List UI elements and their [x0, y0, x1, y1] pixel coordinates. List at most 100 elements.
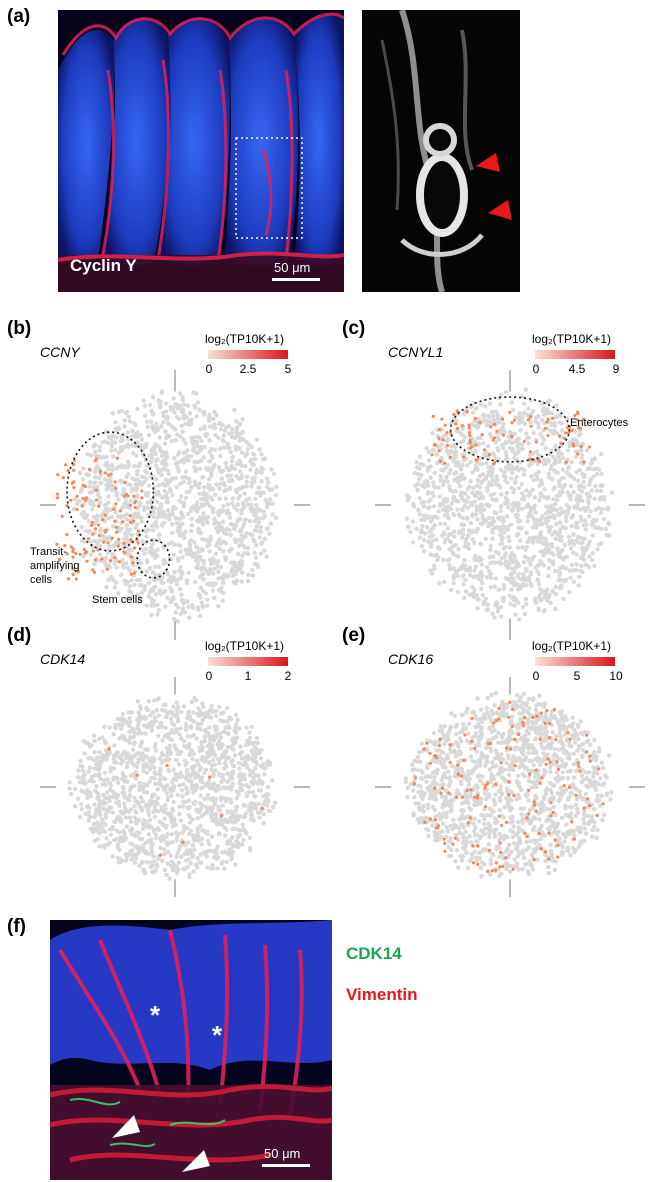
- cell-dot: [189, 484, 194, 490]
- cell-dot: [140, 848, 146, 853]
- cell-dot: [228, 449, 233, 455]
- cell-dot: [493, 560, 498, 565]
- cell-dot: [182, 743, 187, 749]
- cell-dot: [207, 542, 212, 547]
- cell-dot: [215, 540, 220, 545]
- cell-dot: [114, 828, 120, 833]
- cell-dot: [164, 823, 169, 828]
- cell-dot: [126, 710, 131, 715]
- cell-dot: [518, 428, 523, 433]
- expressing-cell-dot: [86, 537, 90, 541]
- cell-dots: [67, 695, 278, 881]
- cell-dot: [229, 546, 234, 552]
- cell-dot: [494, 549, 499, 555]
- cell-dot: [97, 801, 102, 806]
- cell-dot: [251, 462, 256, 468]
- cell-dot: [490, 760, 495, 765]
- cell-dot: [481, 821, 487, 826]
- cell-dot: [149, 460, 154, 465]
- cell-dot: [156, 564, 162, 570]
- cell-dot: [538, 521, 543, 526]
- cell-dot: [232, 407, 237, 412]
- cell-dot: [462, 476, 467, 481]
- cell-dot: [445, 437, 451, 442]
- cell-dot: [574, 552, 579, 557]
- cell-dot: [540, 589, 545, 594]
- cell-dot: [152, 564, 158, 570]
- cell-dot: [448, 467, 453, 473]
- cell-dot: [449, 711, 454, 716]
- scalebar-label-a: 50 μm: [274, 260, 311, 275]
- cell-dot: [577, 574, 582, 579]
- expressing-cell-dot: [559, 441, 563, 445]
- cell-dot: [489, 467, 494, 472]
- cell-dot: [179, 788, 185, 793]
- cell-dot: [252, 475, 257, 481]
- cell-dot: [124, 474, 129, 480]
- cell-dot: [87, 484, 92, 489]
- cell-dot: [451, 443, 456, 448]
- cell-dot: [522, 577, 527, 583]
- cell-dot: [487, 401, 492, 406]
- cell-dot: [230, 826, 235, 832]
- cell-dot: [67, 786, 72, 791]
- cell-dot: [178, 770, 183, 776]
- cell-dot: [489, 708, 494, 713]
- cell-dot: [198, 574, 203, 580]
- cell-dot: [153, 463, 159, 468]
- cell-dot: [546, 573, 551, 579]
- cell-dot: [150, 474, 155, 479]
- cell-dot: [445, 828, 451, 833]
- cell-dot: [484, 423, 490, 428]
- cell-dot: [223, 555, 229, 561]
- cell-dot: [226, 573, 231, 578]
- cell-dot: [548, 451, 553, 456]
- cell-dot: [599, 482, 604, 488]
- expressing-cell-dot: [84, 496, 88, 500]
- cell-dot: [546, 566, 551, 571]
- cell-dot: [243, 545, 248, 550]
- cell-dot: [253, 502, 259, 508]
- cell-dot: [139, 716, 144, 721]
- cell-dot: [128, 482, 133, 487]
- cell-dot: [205, 831, 210, 836]
- cell-dot: [219, 476, 225, 481]
- cell-dot: [163, 429, 168, 434]
- cell-dot: [152, 814, 158, 819]
- cell-dot: [240, 500, 246, 505]
- cell-dot: [170, 492, 175, 498]
- cell-dot: [587, 514, 592, 519]
- cell-dot: [212, 462, 217, 468]
- expressing-cell-dot: [563, 431, 567, 435]
- cell-dot: [210, 866, 216, 871]
- cell-dot: [490, 712, 496, 717]
- cell-dot: [230, 783, 235, 788]
- cell-dot: [213, 551, 218, 556]
- cell-dot: [163, 725, 168, 730]
- cell-dot: [445, 479, 450, 484]
- cell-dot: [559, 428, 565, 433]
- expressing-cell-dot: [452, 412, 456, 417]
- colorbar-tick-b-1: 2.5: [239, 362, 257, 376]
- cell-dot: [67, 780, 72, 785]
- cell-dot: [217, 496, 222, 501]
- cell-dot: [555, 470, 560, 475]
- cell-dot: [110, 524, 116, 529]
- cell-dot: [217, 420, 222, 426]
- cell-dot: [254, 490, 260, 496]
- cell-dot: [235, 564, 240, 569]
- expressing-cell-dot: [106, 541, 110, 545]
- cell-dot: [474, 406, 479, 411]
- cell-dot: [142, 587, 147, 592]
- cell-dot: [267, 531, 272, 536]
- expressing-cell-dot: [82, 547, 86, 551]
- cell-dot: [432, 485, 438, 490]
- cell-dot: [128, 499, 133, 504]
- cell-dot: [164, 568, 169, 574]
- cell-dot: [507, 545, 513, 550]
- cell-dot: [472, 568, 477, 573]
- cell-dot: [506, 577, 511, 582]
- cell-dot: [501, 583, 507, 588]
- cell-dot: [188, 528, 194, 534]
- cell-dot: [559, 421, 564, 426]
